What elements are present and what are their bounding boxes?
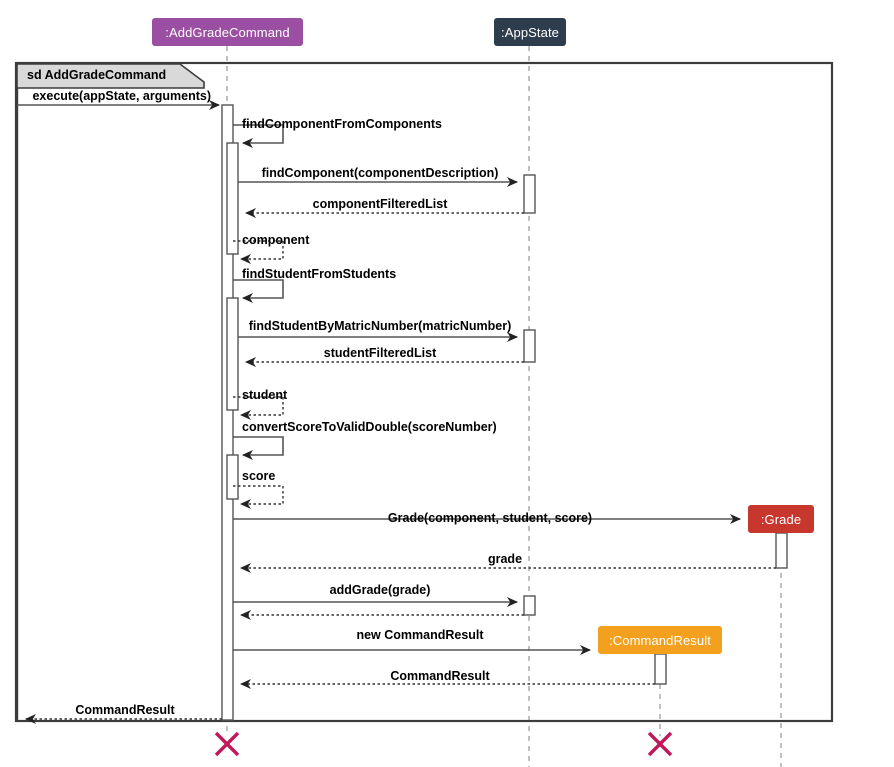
message-label-studentfilteredlist: studentFilteredList — [323, 346, 437, 360]
message-label-addgrade: addGrade(grade) — [329, 583, 431, 597]
destroy-icon-commandresult — [647, 731, 673, 757]
participant-commandresult[interactable]: :CommandResult — [598, 626, 722, 654]
message-line-findstudentfromstudents — [233, 279, 284, 303]
destruction-markers — [214, 731, 673, 757]
message-label-findstudentbymatricnumber: findStudentByMatricNumber(matricNumber) — [248, 319, 512, 333]
lifelines — [226, 46, 782, 767]
message-line-score-return — [233, 485, 284, 509]
activation-addgradecommand-nested-1 — [226, 142, 239, 255]
participant-commandresult-label: :CommandResult — [609, 632, 711, 648]
participant-grade-label: :Grade — [760, 511, 802, 527]
activation-appstate-1 — [523, 174, 536, 214]
interaction-frame — [14, 61, 834, 723]
message-line-convertscoretovaliddouble — [233, 436, 284, 460]
message-label-student: student — [242, 388, 288, 402]
destroy-icon-addgradecommand — [214, 731, 240, 757]
message-label-findstudentfromstudents: findStudentFromStudents — [242, 267, 397, 281]
activation-addgradecommand-nested-3 — [226, 454, 239, 500]
activation-grade — [775, 532, 788, 569]
message-line-student-return — [233, 396, 284, 420]
message-label-score: score — [242, 469, 276, 483]
message-label-findcomponentfromcomponents: findComponentFromComponents — [242, 117, 442, 131]
activation-addgradecommand-nested-2 — [226, 297, 239, 411]
activation-appstate-3 — [523, 595, 536, 616]
activation-bars — [221, 104, 788, 721]
activation-appstate-2 — [523, 329, 536, 363]
frame-label: sd AddGradeCommand — [27, 68, 167, 82]
message-label-new-commandresult: new CommandResult — [356, 628, 484, 642]
message-line-component-return — [233, 240, 284, 264]
participant-grade[interactable]: :Grade — [748, 505, 814, 533]
message-line-findcomponentfromcomponents — [233, 124, 284, 148]
participant-appstate-label: :AppState — [501, 24, 559, 40]
message-label-grade-create: Grade(component, student, score) — [387, 511, 593, 525]
message-label-convertscoretovaliddouble: convertScoreToValidDouble(scoreNumber) — [242, 420, 497, 434]
participant-appstate[interactable]: :AppState — [494, 18, 566, 46]
participant-addgradecommand[interactable]: :AddGradeCommand — [152, 18, 303, 46]
message-label-commandresult-to-actor: CommandResult — [75, 703, 175, 717]
message-label-componentfilteredlist: componentFilteredList — [312, 197, 448, 211]
activation-addgradecommand-main — [221, 104, 234, 721]
participant-addgradecommand-label: :AddGradeCommand — [165, 24, 290, 40]
message-label-commandresult-return: CommandResult — [390, 669, 490, 683]
message-label-grade-return: grade — [487, 552, 523, 566]
message-label-execute: execute(appState, arguments) — [32, 89, 211, 103]
messages — [17, 100, 776, 724]
activation-commandresult — [654, 653, 667, 685]
message-label-component: component — [242, 233, 310, 247]
message-label-findcomponent: findComponent(componentDescription) — [261, 166, 499, 180]
